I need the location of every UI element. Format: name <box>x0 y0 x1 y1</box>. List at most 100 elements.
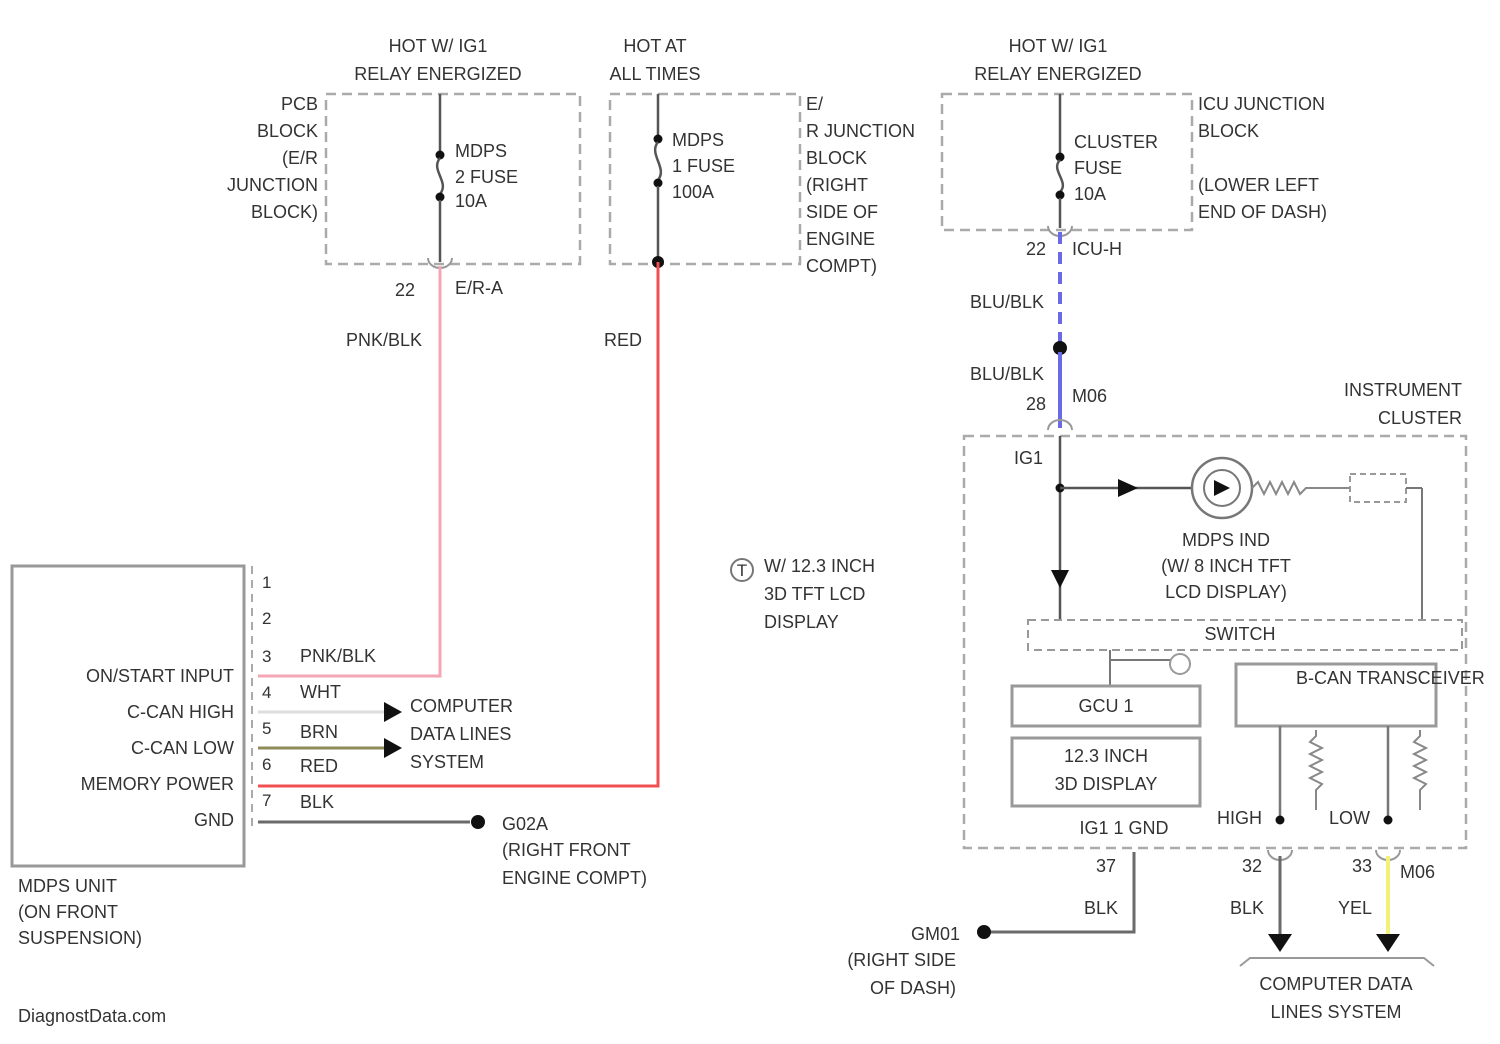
fuse2-block-line: COMPT) <box>806 256 877 276</box>
c-can-low-arrow-icon <box>384 738 402 758</box>
gnd-pin-number: 37 <box>1096 856 1116 876</box>
fuse2-name-line: MDPS <box>672 130 724 150</box>
fuse1-name-line: 10A <box>455 191 487 211</box>
mdps-pin-number: 7 <box>262 791 271 810</box>
fuse3-block-line: END OF DASH) <box>1198 202 1327 222</box>
computer-data-lines-label: DATA LINES <box>410 724 511 744</box>
fuse1-relay-label: RELAY ENERGIZED <box>354 64 521 84</box>
can-high-wire-color: BLK <box>1230 898 1264 918</box>
note-text: DISPLAY <box>764 612 839 632</box>
display-label: 3D DISPLAY <box>1055 774 1158 794</box>
blu-blk-wire-label: BLU/BLK <box>970 364 1044 384</box>
fuse1-block-line: BLOCK <box>257 121 318 141</box>
mdps-wire-color: BLK <box>300 792 334 812</box>
mdps-pin-number: 2 <box>262 609 271 628</box>
switch-feed-arrow-icon <box>1051 570 1069 588</box>
gcu-label: GCU 1 <box>1078 696 1133 716</box>
fuse2-block-line: R JUNCTION <box>806 121 915 141</box>
mdps-pin-number: 3 <box>262 647 271 666</box>
mdps-pin-label: GND <box>194 810 234 830</box>
ground-point-icon <box>471 815 485 829</box>
ground1-name: G02A <box>502 814 548 834</box>
fuse2-term-label: E/ <box>806 94 823 114</box>
fuse3-name-line: 10A <box>1074 184 1106 204</box>
mdps-unit-name: (ON FRONT <box>18 902 118 922</box>
note-text: 3D TFT LCD <box>764 584 865 604</box>
switch-label: SWITCH <box>1205 624 1276 644</box>
mdps-pin-number: 4 <box>262 683 271 702</box>
cluster-gnd-wire-color: BLK <box>1084 898 1118 918</box>
fuse1-connector-id: E/R-A <box>455 278 503 298</box>
can-low-label: LOW <box>1329 808 1370 828</box>
mdps-unit-name: MDPS UNIT <box>18 876 117 896</box>
fuse2-name-line: 100A <box>672 182 714 202</box>
ground1-location: ENGINE COMPT) <box>502 868 647 888</box>
mdps-pin-label: C-CAN HIGH <box>127 702 234 722</box>
indicator-name: LCD DISPLAY) <box>1165 582 1287 602</box>
can-low-wire-color: YEL <box>1338 898 1372 918</box>
fuse1-hot-label: HOT W/ IG1 <box>389 36 488 56</box>
indicator-name: MDPS IND <box>1182 530 1270 550</box>
fuse1-block-line: PCB <box>281 94 318 114</box>
mdps-pin-label: MEMORY POWER <box>81 774 234 794</box>
mdps-pin-number: 1 <box>262 573 271 592</box>
fuse3-fuse-symbol <box>1057 160 1063 192</box>
display-label: 12.3 INCH <box>1064 746 1148 766</box>
fuse3-terminal-number: 22 <box>1026 239 1046 259</box>
fuse1-name-line: 2 FUSE <box>455 167 518 187</box>
computer-data-lines-label: COMPUTER <box>410 696 513 716</box>
fuse1-block-line: (E/R <box>282 148 318 168</box>
fuse2-relay-label: ALL TIMES <box>609 64 700 84</box>
ground1-location: (RIGHT FRONT <box>502 840 631 860</box>
fuse3-block-line: ICU JUNCTION <box>1198 94 1325 114</box>
indicator-name: (W/ 8 INCH TFT <box>1161 556 1291 576</box>
can-high-arrow-icon <box>1268 934 1292 952</box>
mdps-pin-number: 6 <box>262 755 271 774</box>
ground2-location: OF DASH) <box>870 978 956 998</box>
fuse2-block-line: BLOCK <box>806 148 867 168</box>
fuse2-name-line: 1 FUSE <box>672 156 735 176</box>
computer-data-lines-bracket <box>1240 958 1434 966</box>
fuse1-block-line: JUNCTION <box>227 175 318 195</box>
mdps-wire-color: PNK/BLK <box>300 646 376 666</box>
red-wire-label: RED <box>604 330 642 350</box>
fuse3-relay-label: RELAY ENERGIZED <box>974 64 1141 84</box>
fuse1-fuse-symbol <box>437 158 443 194</box>
pcb-block-box <box>326 94 580 264</box>
fuse3-connector-id: ICU-H <box>1072 239 1122 259</box>
fuse2-hot-label: HOT AT <box>623 36 686 56</box>
fuse3-name-line: CLUSTER <box>1074 132 1158 152</box>
fuse1-block-line: BLOCK) <box>251 202 318 222</box>
cluster-pin-number: 28 <box>1026 394 1046 414</box>
icu-junction-block-box <box>942 94 1192 230</box>
mdps-wire-color: BRN <box>300 722 338 742</box>
cluster-title: CLUSTER <box>1378 408 1462 428</box>
switch-node-icon <box>1170 654 1190 674</box>
watermark: DiagnostData.com <box>18 1006 166 1026</box>
fuse2-block-line: (RIGHT <box>806 175 868 195</box>
fuse1-name-line: MDPS <box>455 141 507 161</box>
indicator-resistor-icon <box>1252 482 1350 494</box>
fuse3-hot-label: HOT W/ IG1 <box>1009 36 1108 56</box>
mdps-pin-label: C-CAN LOW <box>131 738 234 758</box>
r-junction-block-box <box>610 94 800 264</box>
mdps-pin-number: 5 <box>262 719 271 738</box>
blu-blk-wire-label: BLU/BLK <box>970 292 1044 312</box>
can-connector-id: M06 <box>1400 862 1435 882</box>
computer-data-lines-label: SYSTEM <box>410 752 484 772</box>
can-high-pin-number: 32 <box>1242 856 1262 876</box>
fuse2-fuse-symbol <box>655 142 661 180</box>
fuse2-block-line: ENGINE <box>806 229 875 249</box>
ground2-point-icon <box>977 925 991 939</box>
fuse1-terminal-number: 22 <box>395 280 415 300</box>
cluster-title: INSTRUMENT <box>1344 380 1462 400</box>
indicator-feed-arrow-icon <box>1118 479 1138 497</box>
can-low-arrow-icon <box>1376 934 1400 952</box>
mdps-unit-name: SUSPENSION) <box>18 928 142 948</box>
mdps-wire-color: WHT <box>300 682 341 702</box>
can-high-label: HIGH <box>1217 808 1262 828</box>
cluster-gnd-label: IG1 1 GND <box>1079 818 1168 838</box>
c-can-high-arrow-icon <box>384 702 402 722</box>
